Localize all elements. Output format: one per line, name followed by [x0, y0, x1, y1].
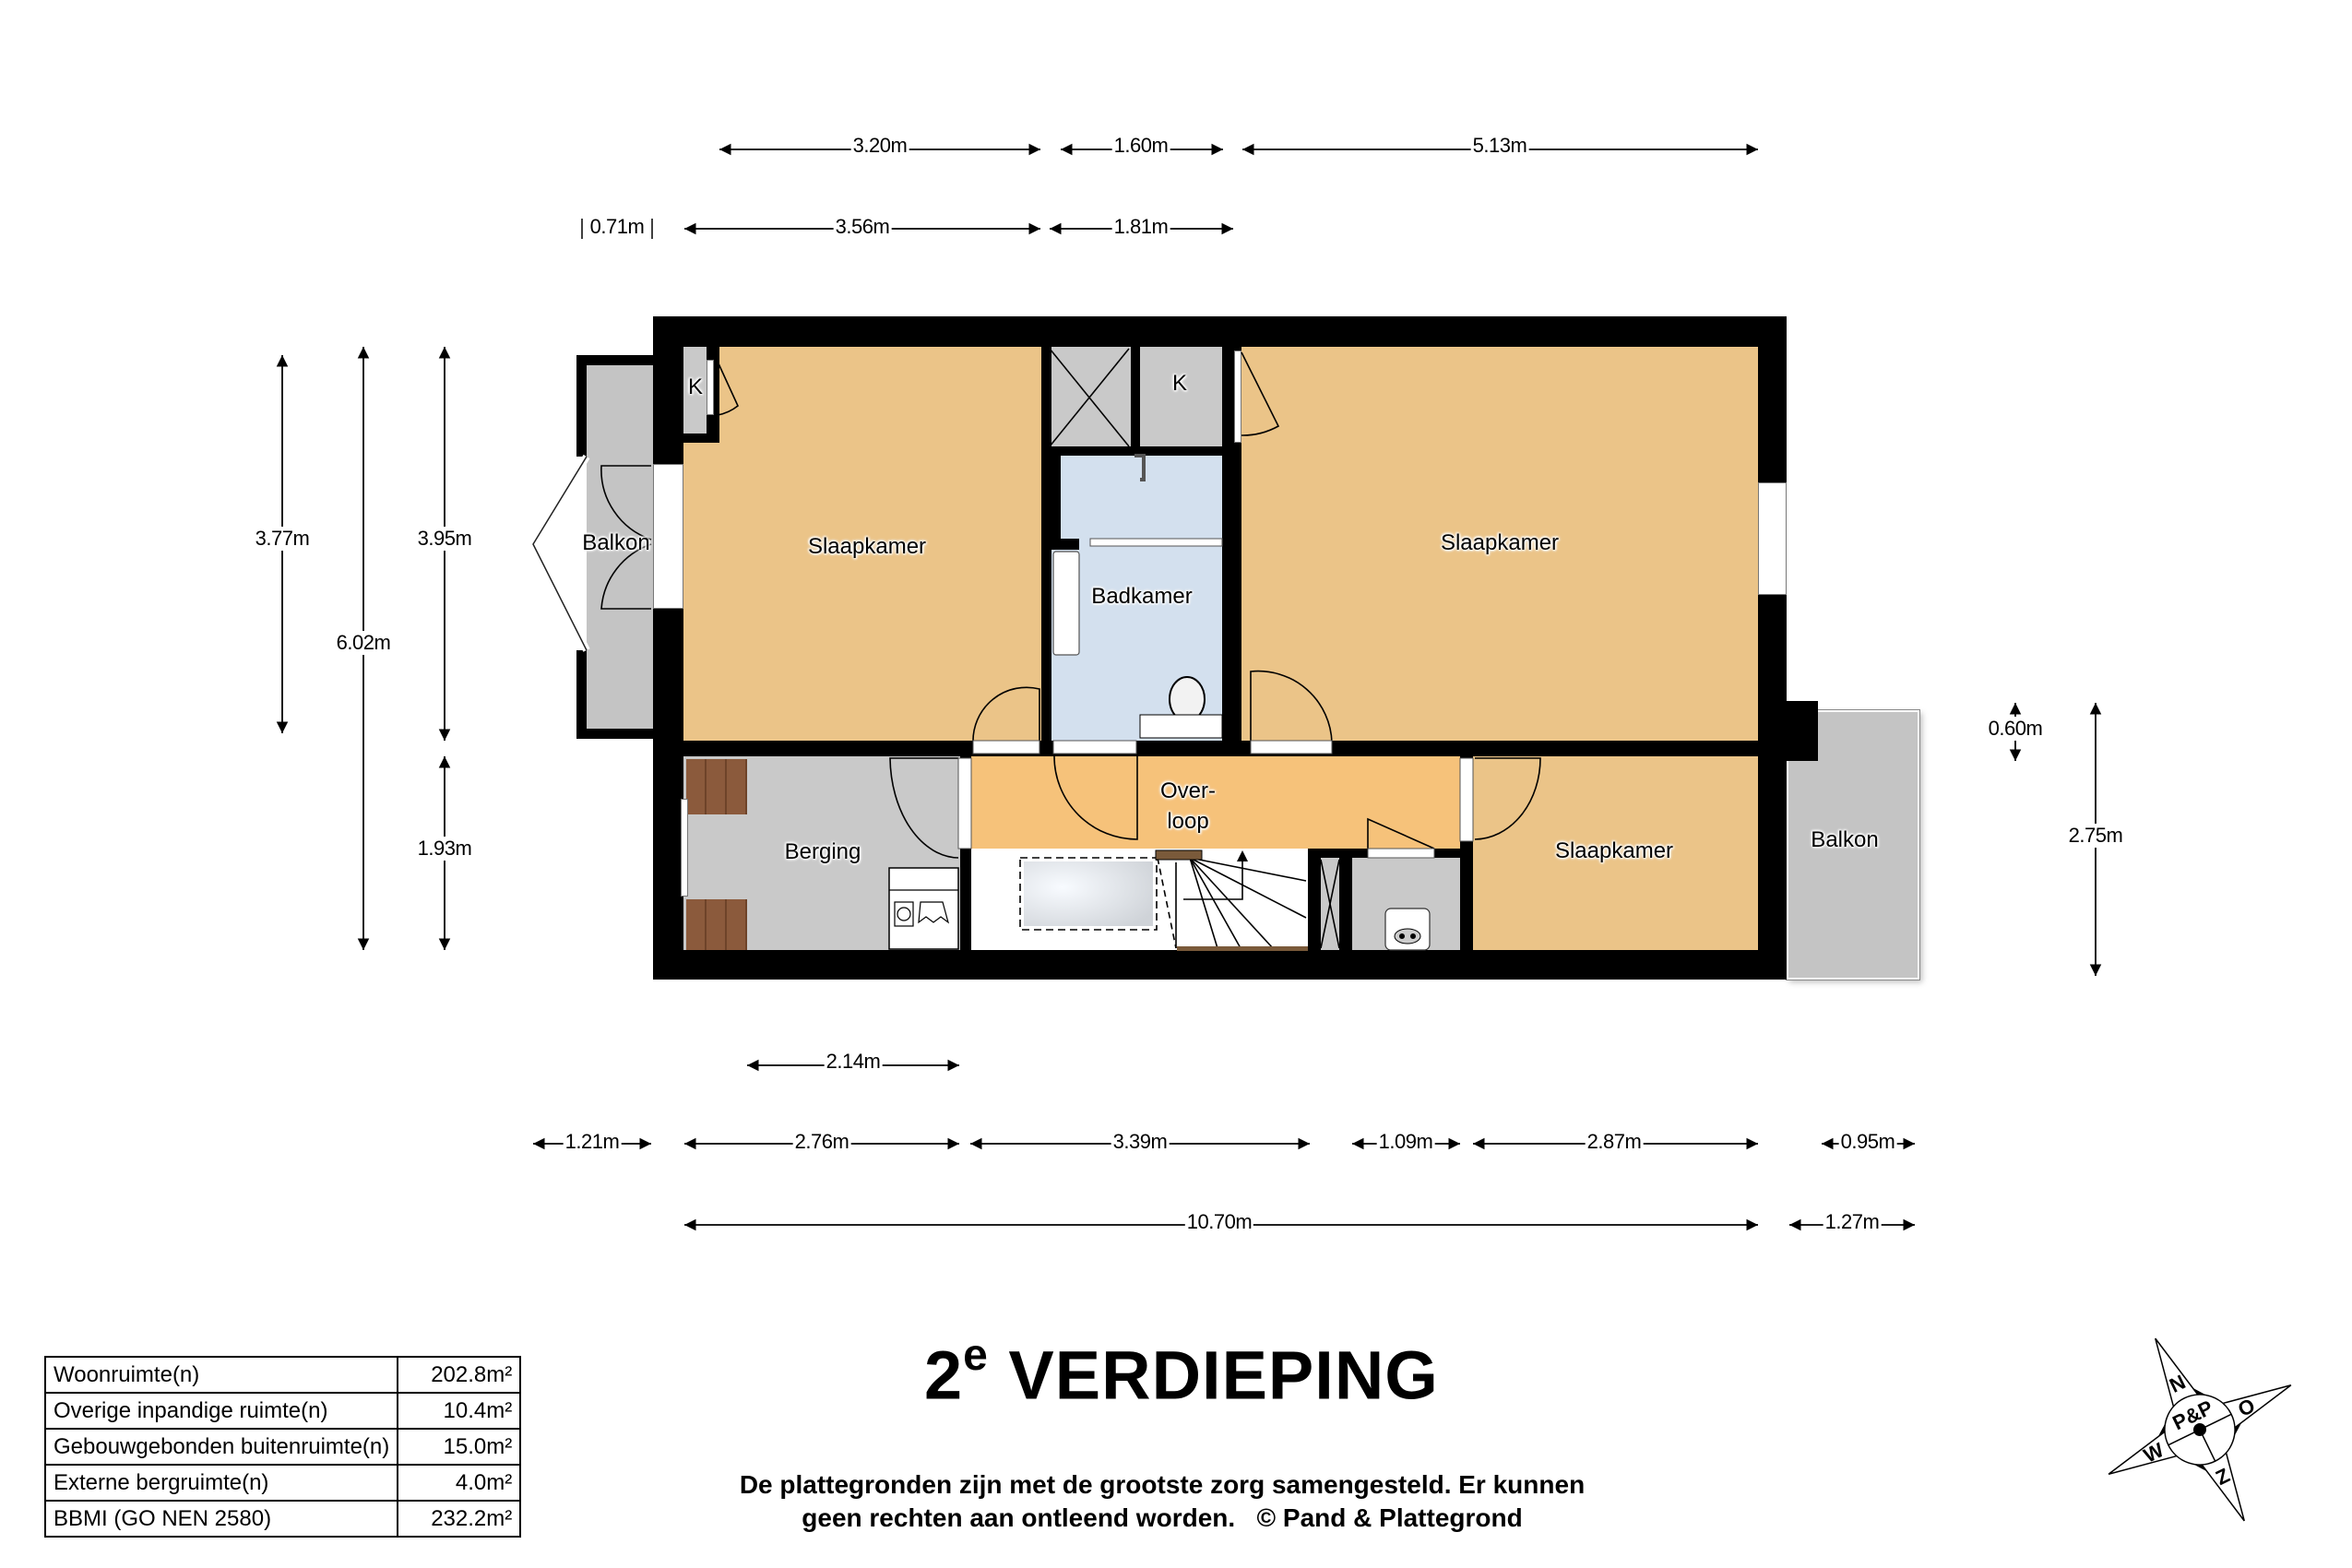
label-overloop-2: loop	[1167, 808, 1209, 834]
dim-left-3-77: 3.77m	[253, 527, 312, 551]
label-balkon-right: Balkon	[1811, 826, 1879, 852]
label-slaapkamer-small: Slaapkamer	[1554, 837, 1674, 863]
dim-top-3-20: 3.20m	[850, 134, 909, 158]
table-row: BBMI (GO NEN 2580)232.2m²	[43, 1500, 522, 1538]
copyright-icon: ©	[1256, 1503, 1277, 1532]
label-overloop-1: Over-	[1160, 778, 1216, 803]
table-row: Woonruimte(n)202.8m²	[43, 1356, 522, 1394]
area-label: BBMI (GO NEN 2580)	[43, 1500, 399, 1538]
dim-bottom-0-95: 0.95m	[1838, 1130, 1897, 1154]
dim-bottom-1-21: 1.21m	[563, 1130, 622, 1154]
room-kast-mid	[1140, 347, 1232, 448]
dim-bottom-1-09: 1.09m	[1376, 1130, 1435, 1154]
dim-bottom-2-14: 2.14m	[824, 1050, 883, 1074]
wall-right-upper	[1758, 316, 1787, 482]
dim-top-1-81: 1.81m	[1111, 215, 1170, 239]
wall-left-lower	[653, 609, 683, 978]
dim-right-2-75: 2.75m	[2066, 824, 2125, 848]
area-table: Woonruimte(n)202.8m² Overige inpandige r…	[43, 1356, 522, 1538]
floor-title: 2e VERDIEPING	[924, 1331, 1439, 1415]
dim-top-1-60: 1.60m	[1111, 134, 1170, 158]
window-kast-left	[707, 360, 714, 415]
dim-top-0-71: 0.71m	[588, 215, 647, 239]
dim-bottom-3-39: 3.39m	[1111, 1130, 1170, 1154]
room-slaapkamer-right	[1241, 347, 1758, 741]
table-row: Gebouwgebonden buitenruimte(n)15.0m²	[43, 1428, 522, 1466]
area-label: Externe bergruimte(n)	[43, 1464, 399, 1502]
label-kast-left: K	[687, 374, 704, 399]
label-berging: Berging	[784, 838, 861, 864]
dim-bottom-2-76: 2.76m	[792, 1130, 851, 1154]
wall-balkon-left-bottom	[576, 729, 653, 739]
wall-balkon-left-side-upper	[576, 355, 587, 457]
floor-title-text: VERDIEPING	[1008, 1336, 1439, 1414]
area-label: Gebouwgebonden buitenruimte(n)	[43, 1428, 399, 1466]
wall-kast-left-bottom	[683, 434, 719, 443]
room-kast-left	[683, 347, 707, 437]
wall-shaft-right	[1339, 849, 1352, 950]
label-slaapkamer-right: Slaapkamer	[1440, 529, 1560, 555]
table-row: Externe bergruimte(n)4.0m²	[43, 1464, 522, 1502]
wall-balkon-left-side-lower	[576, 650, 587, 739]
wall-top	[653, 316, 1787, 347]
room-slaapkamer-small	[1473, 756, 1758, 950]
window-left-balkon	[653, 464, 683, 609]
label-kast-mid: K	[1171, 370, 1188, 396]
table-row: Overige inpandige ruimte(n)10.4m²	[43, 1392, 522, 1430]
wall-right-lower	[1758, 595, 1787, 978]
dim-left-3-95: 3.95m	[415, 527, 474, 551]
label-slaapkamer-left: Slaapkamer	[807, 533, 927, 559]
roof-tile-top	[686, 759, 747, 814]
wall-badkamer-shower-left	[1051, 456, 1061, 548]
dim-bottom-1-27: 1.27m	[1823, 1210, 1882, 1234]
label-badkamer: Badkamer	[1091, 583, 1193, 609]
dim-top-5-13: 5.13m	[1470, 134, 1529, 158]
wall-shaft-left	[1308, 849, 1321, 950]
dim-bottom-2-87: 2.87m	[1585, 1130, 1644, 1154]
area-value: 15.0m²	[397, 1428, 522, 1466]
wall-balkon-left-top	[576, 355, 653, 365]
area-label: Woonruimte(n)	[43, 1356, 399, 1394]
area-label: Overige inpandige ruimte(n)	[43, 1392, 399, 1430]
disclaimer-line2: geen rechten aan ontleend worden. © Pand…	[802, 1503, 1523, 1532]
area-value: 202.8m²	[397, 1356, 522, 1394]
dim-left-6-02: 6.02m	[334, 631, 393, 655]
dim-bottom-10-70: 10.70m	[1184, 1210, 1254, 1234]
wall-badkamer-top	[1041, 446, 1241, 456]
disclaimer: De plattegronden zijn met de grootste zo…	[710, 1468, 1614, 1535]
room-slaapkamer-left	[683, 347, 1041, 741]
dim-left-1-93: 1.93m	[415, 837, 474, 861]
wall-right-stub	[1787, 701, 1818, 761]
roof-tile-bottom	[686, 899, 747, 950]
copyright-holder: Pand & Plattegrond	[1282, 1503, 1523, 1532]
wall-shower-divider	[1051, 539, 1079, 550]
floor-superscript: e	[963, 1331, 989, 1380]
window-right-bedroom	[1758, 482, 1787, 595]
wall-mid-horizontal	[653, 741, 1787, 756]
area-value: 232.2m²	[397, 1500, 522, 1538]
area-value: 4.0m²	[397, 1464, 522, 1502]
window-berging	[681, 799, 688, 897]
room-balkon-left	[587, 365, 653, 729]
disclaimer-line1: De plattegronden zijn met de grootste zo…	[739, 1470, 1586, 1499]
dim-right-0-60: 0.60m	[1986, 717, 2045, 741]
window-kast-mid	[1234, 350, 1241, 443]
area-value: 10.4m²	[397, 1392, 522, 1430]
label-balkon-left: Balkon	[582, 529, 650, 555]
wall-mid-left	[1041, 316, 1051, 756]
dim-top-3-56: 3.56m	[833, 215, 892, 239]
floor-number: 2	[924, 1336, 964, 1414]
room-overloop	[971, 756, 1460, 849]
wall-meterkast-div	[1131, 347, 1140, 448]
wall-left-upper	[653, 316, 683, 464]
wall-bottom	[653, 950, 1787, 980]
